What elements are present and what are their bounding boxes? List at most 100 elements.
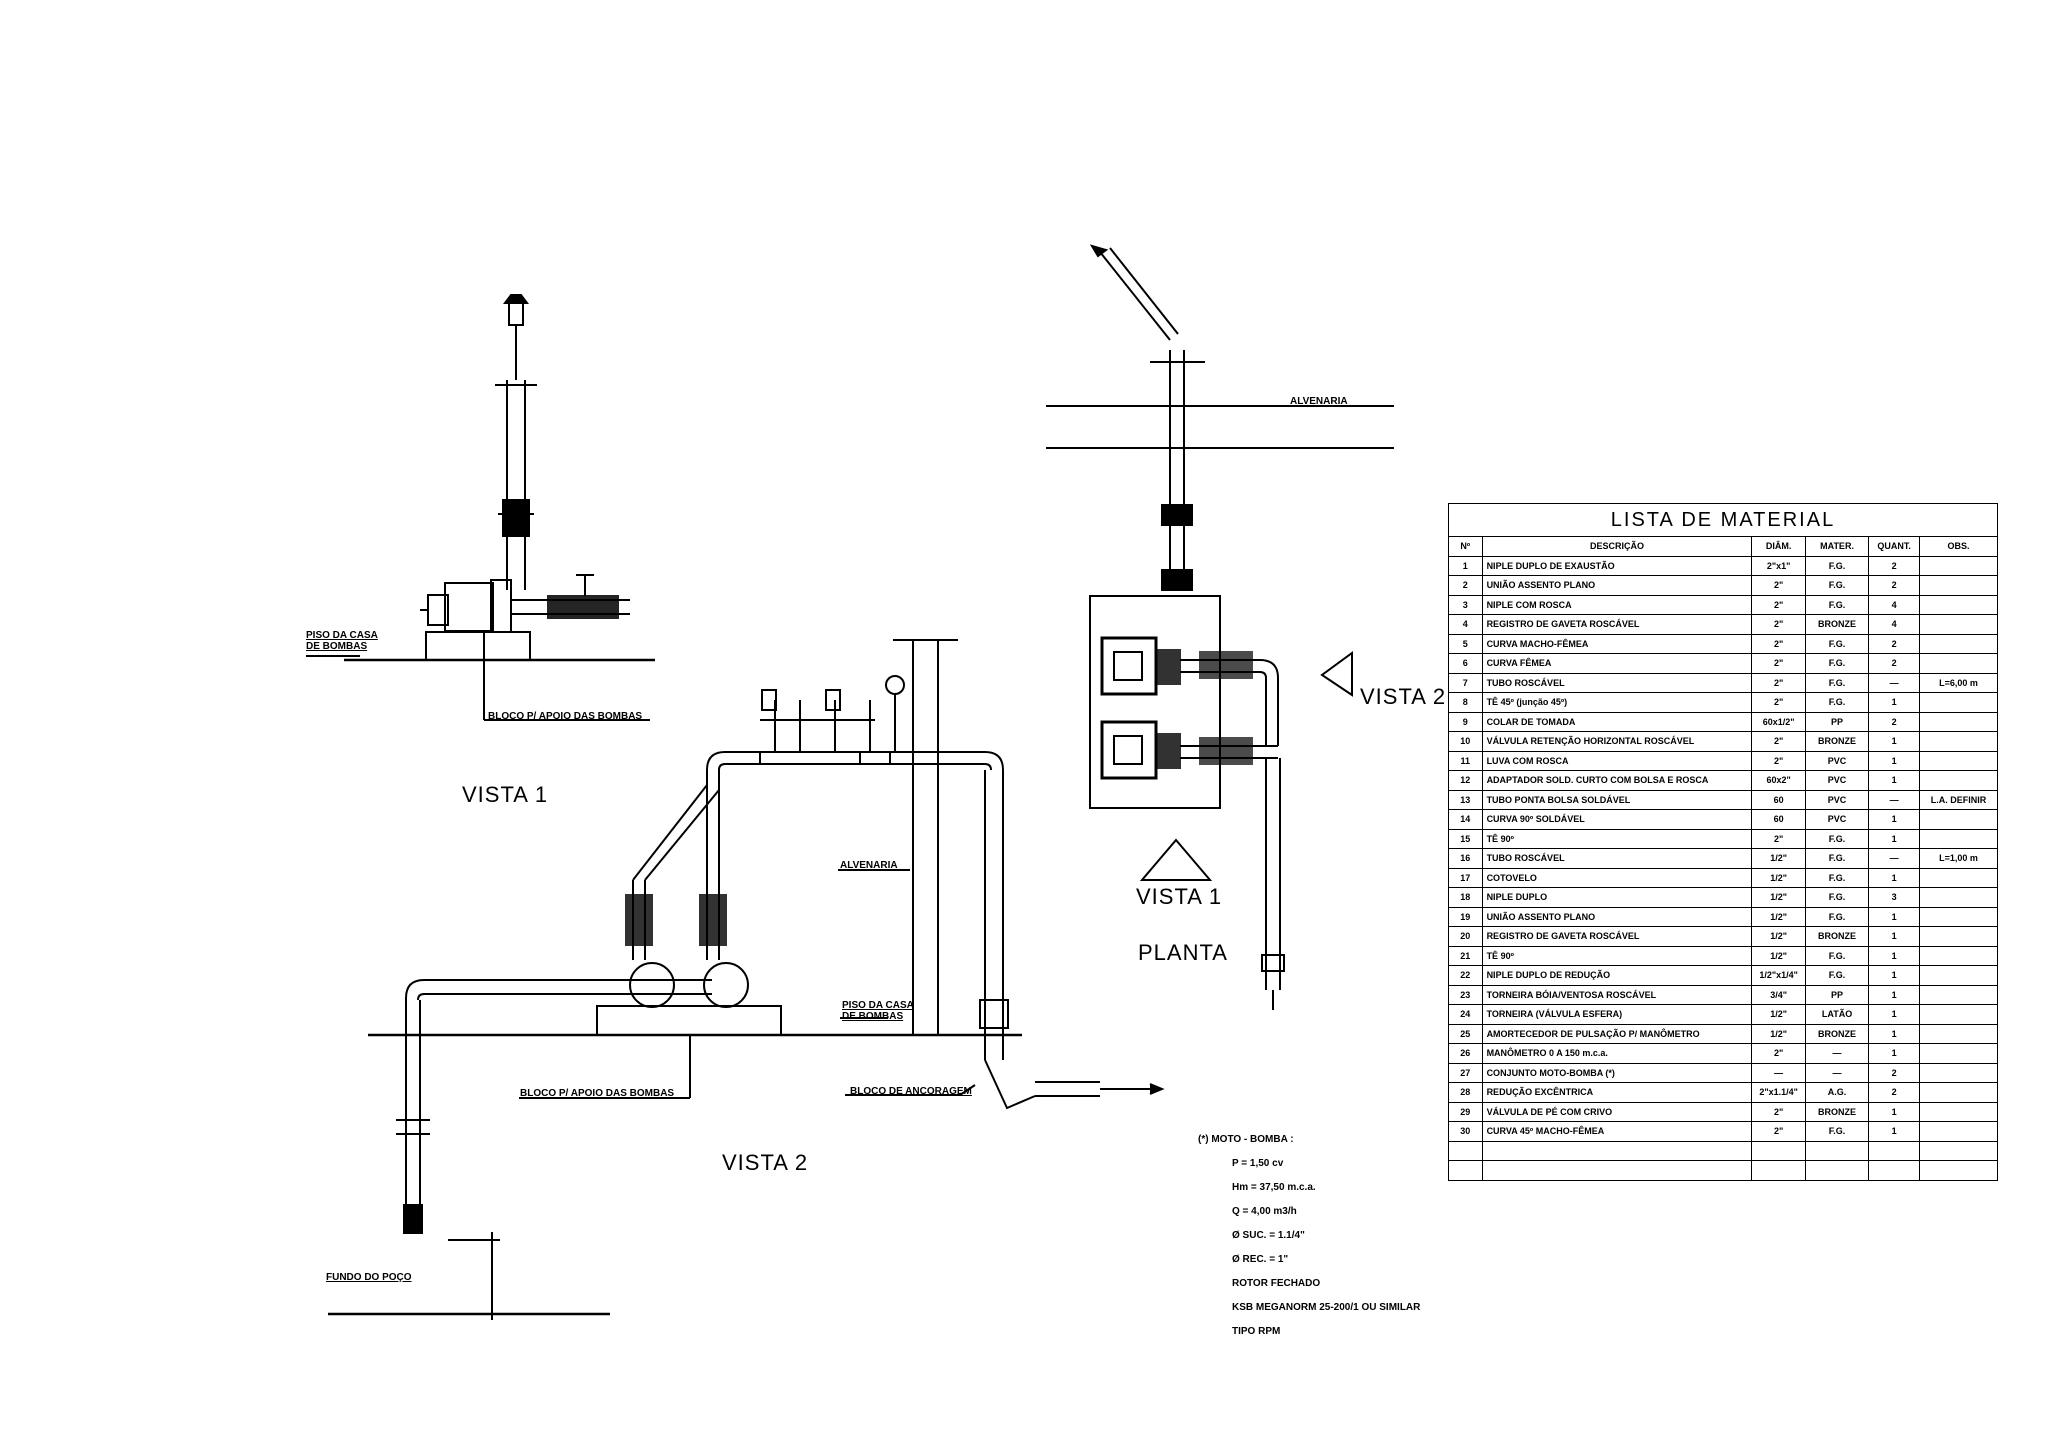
- table-cell: F.G.: [1804, 672, 1870, 693]
- table-cell: F.G.: [1804, 555, 1870, 576]
- table-cell: 2": [1751, 731, 1806, 752]
- table-cell: [1804, 1140, 1870, 1161]
- table-cell: TUBO ROSCÁVEL: [1481, 848, 1753, 869]
- table-cell: 2": [1751, 1043, 1806, 1064]
- table-cell: 2: [1448, 575, 1483, 596]
- table-cell: PVC: [1804, 750, 1870, 771]
- table-cell: CURVA FÊMEA: [1481, 653, 1753, 674]
- table-header-cell: MATER.: [1804, 536, 1870, 557]
- table-cell: 1: [1868, 828, 1921, 849]
- table-cell: 13: [1448, 789, 1483, 810]
- table-cell: 1: [1868, 809, 1921, 830]
- table-cell: 60: [1751, 789, 1806, 810]
- table-cell: 23: [1448, 984, 1483, 1005]
- table-cell: [1919, 653, 1998, 674]
- table-header-cell: OBS.: [1919, 536, 1998, 557]
- vista2-elevation: [328, 639, 1165, 1320]
- table-cell: 2: [1868, 653, 1921, 674]
- table-cell: TÊ 90º: [1481, 945, 1753, 966]
- table-cell: 19: [1448, 906, 1483, 927]
- table-cell: BRONZE: [1804, 1101, 1870, 1122]
- table-cell: 2": [1751, 653, 1806, 674]
- table-cell: [1919, 1082, 1998, 1103]
- table-cell: PVC: [1804, 770, 1870, 791]
- table-cell: 9: [1448, 711, 1483, 732]
- note-line: Hm = 37,50 m.c.a.: [1232, 1182, 1316, 1193]
- table-cell: [1751, 1160, 1806, 1181]
- vista1-elevation: [306, 294, 655, 721]
- table-cell: 28: [1448, 1082, 1483, 1103]
- table-cell: 6: [1448, 653, 1483, 674]
- table-cell: [1919, 887, 1998, 908]
- note-line: ROTOR FECHADO: [1232, 1278, 1321, 1289]
- table-cell: 1: [1868, 1004, 1921, 1025]
- table-cell: 1: [1868, 984, 1921, 1005]
- table-cell: 24: [1448, 1004, 1483, 1025]
- table-cell: [1919, 926, 1998, 947]
- table-cell: 1/2": [1751, 1004, 1806, 1025]
- table-cell: 15: [1448, 828, 1483, 849]
- table-cell: TÊ 45º (junção 45º): [1481, 692, 1753, 713]
- table-cell: A.G.: [1804, 1082, 1870, 1103]
- table-cell: —: [1868, 672, 1921, 693]
- table-cell: [1919, 770, 1998, 791]
- table-cell: 25: [1448, 1023, 1483, 1044]
- label-alvenaria-v2: ALVENARIA: [840, 860, 898, 871]
- vista2-title: VISTA 2: [722, 1150, 809, 1175]
- table-cell: VÁLVULA DE PÉ COM CRIVO: [1481, 1101, 1753, 1122]
- table-cell: 1/2": [1751, 867, 1806, 888]
- table-cell: 4: [1868, 594, 1921, 615]
- table-cell: 5: [1448, 633, 1483, 654]
- table-cell: [1919, 945, 1998, 966]
- table-cell: 2": [1751, 1101, 1806, 1122]
- table-cell: 16: [1448, 848, 1483, 869]
- table-cell: 1/2": [1751, 887, 1806, 908]
- table-cell: CONJUNTO MOTO-BOMBA (*): [1481, 1062, 1753, 1083]
- table-cell: CURVA 45º MACHO-FÊMEA: [1481, 1121, 1753, 1142]
- table-cell: [1919, 1160, 1998, 1181]
- table-cell: TORNEIRA (VÁLVULA ESFERA): [1481, 1004, 1753, 1025]
- table-cell: 1: [1868, 945, 1921, 966]
- table-cell: 2: [1868, 711, 1921, 732]
- table-cell: L=1,00 m: [1919, 848, 1998, 869]
- planta-title: PLANTA: [1138, 940, 1228, 965]
- table-cell: [1919, 1062, 1998, 1083]
- table-cell: [1919, 965, 1998, 986]
- table-cell: F.G.: [1804, 887, 1870, 908]
- table-cell: 2": [1751, 614, 1806, 635]
- table-cell: 4: [1448, 614, 1483, 635]
- table-cell: 22: [1448, 965, 1483, 986]
- table-cell: 2: [1868, 575, 1921, 596]
- table-cell: [1919, 692, 1998, 713]
- table-cell: [1919, 594, 1998, 615]
- table-cell: [1868, 1140, 1921, 1161]
- table-cell: [1919, 828, 1998, 849]
- label-piso-casa-bombas: PISO DA CASA DE BOMBAS: [306, 630, 378, 652]
- table-cell: [1919, 555, 1998, 576]
- table-cell: 2": [1751, 633, 1806, 654]
- table-cell: LUVA COM ROSCA: [1481, 750, 1753, 771]
- pump-notes: (*) MOTO - BOMBA : P = 1,50 cv Hm = 37,5…: [1198, 1128, 1420, 1344]
- table-cell: 1: [1868, 926, 1921, 947]
- table-cell: 1/2": [1751, 926, 1806, 947]
- table-cell: 1/2": [1751, 906, 1806, 927]
- table-cell: 1: [1868, 906, 1921, 927]
- table-cell: [1919, 809, 1998, 830]
- table-cell: F.G.: [1804, 867, 1870, 888]
- table-cell: 27: [1448, 1062, 1483, 1083]
- table-cell: 2": [1751, 575, 1806, 596]
- table-cell: [1481, 1140, 1753, 1161]
- table-cell: [1919, 1101, 1998, 1122]
- table-cell: 2"x1.1/4": [1751, 1082, 1806, 1103]
- table-cell: 18: [1448, 887, 1483, 908]
